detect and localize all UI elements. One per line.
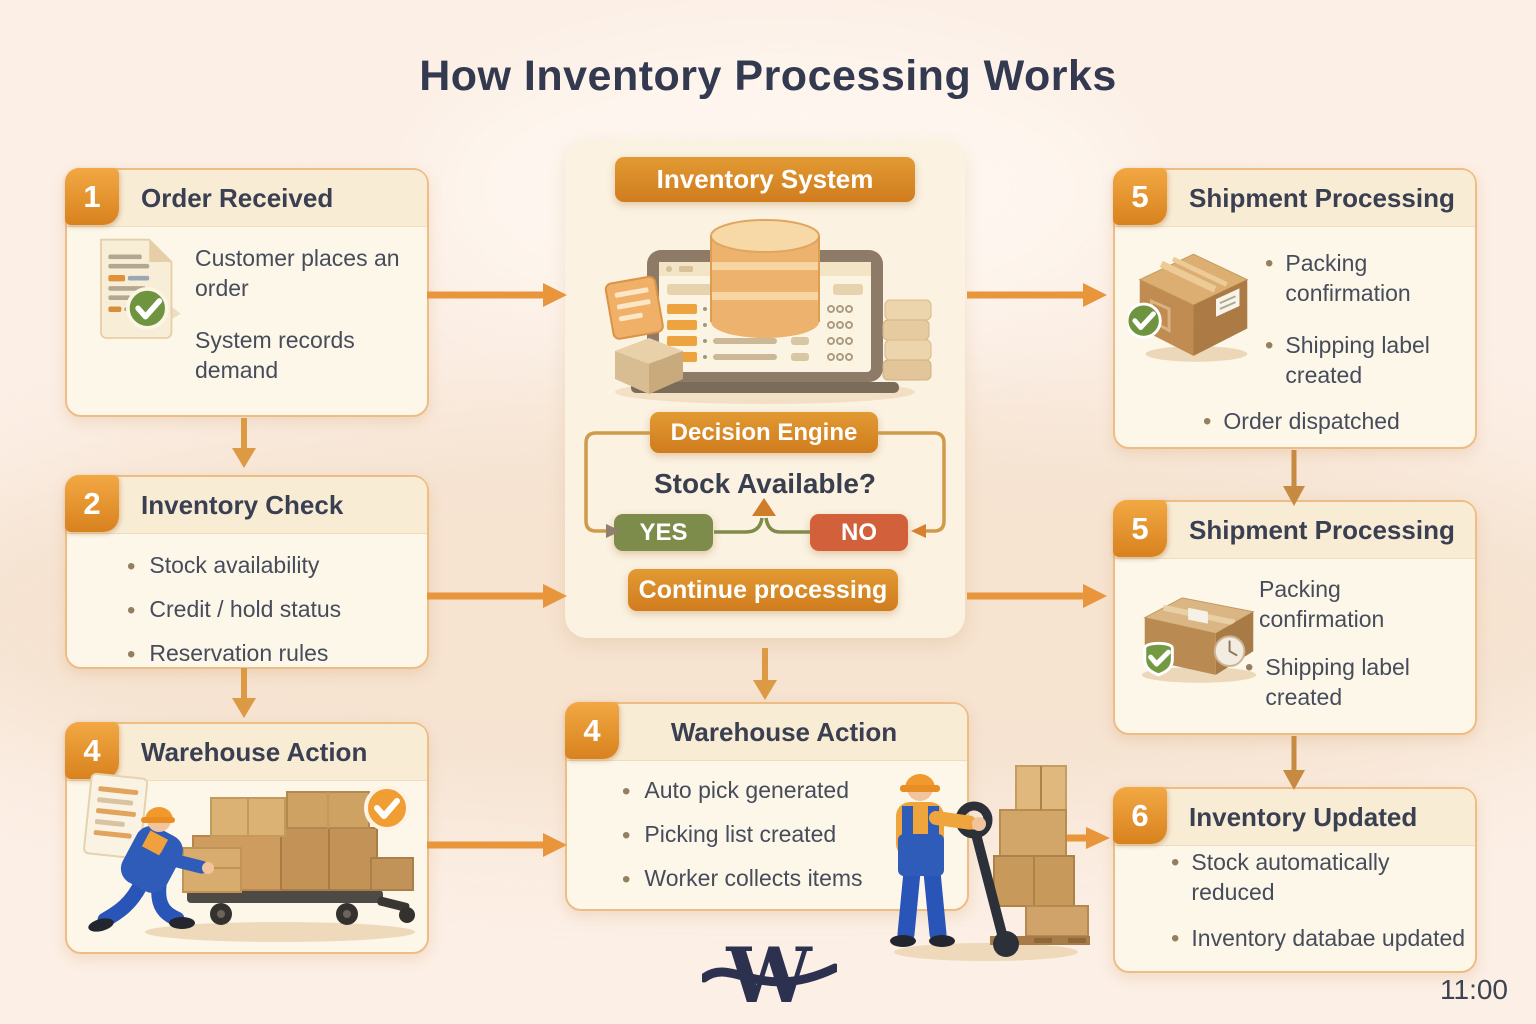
package-check-icon: [1141, 597, 1257, 683]
clock: 11:00: [1440, 974, 1508, 1005]
order-document-icon: [100, 238, 181, 339]
worker-cart-illustration: [83, 772, 415, 942]
list-item: Packing confirmation: [1259, 576, 1385, 633]
step-number-badge: 4: [65, 722, 119, 779]
inventory-system-label: Inventory System: [615, 157, 915, 202]
cube-icon: [615, 338, 683, 394]
card-shipment-top-header: 5 Shipment Processing: [1113, 168, 1475, 227]
card-title: Order Received: [141, 182, 334, 213]
card-title: Warehouse Action: [670, 716, 898, 747]
card-title: Inventory Check: [141, 489, 344, 520]
order-line-2: System records demand: [195, 327, 355, 383]
card-order-received-header: 1 Order Received: [65, 168, 427, 227]
list-item: Packing confirmation: [1265, 248, 1465, 309]
worker-figure: [88, 807, 214, 932]
card-inventory-check-header: 2 Inventory Check: [65, 475, 427, 534]
card-warehouse-center-header: 4 Warehouse Action: [565, 702, 967, 761]
step-number-badge: 5: [1113, 500, 1167, 557]
checkmark-icon: [126, 287, 169, 330]
worker-pallet-illustration: [890, 765, 1090, 961]
database-icon: [710, 219, 820, 338]
list-item: Picking list created: [622, 820, 863, 851]
card-title: Shipment Processing: [1189, 514, 1455, 545]
list-item: Credit / hold status: [127, 595, 341, 626]
logo-monogram: W: [702, 931, 837, 1020]
step-number-badge: 4: [565, 702, 619, 759]
list-item: Inventory databae updated: [1171, 923, 1476, 955]
package-icon: [1128, 253, 1249, 362]
card-inventory-updated: 6 Inventory Updated Stock automatically …: [1113, 787, 1477, 973]
no-branch-label: NO: [810, 514, 908, 551]
list-item: Order dispatched: [1203, 406, 1465, 438]
list-item: Reservation rules: [127, 639, 341, 670]
inventory-check-list: Stock availability Credit / hold status …: [127, 551, 341, 684]
decision-engine-label: Decision Engine: [650, 412, 878, 453]
card-inventory-updated-header: 6 Inventory Updated: [1113, 787, 1475, 846]
card-inventory-check: 2 Inventory Check Stock availability Cre…: [65, 475, 429, 669]
continue-processing-label: Continue processing: [628, 569, 898, 611]
note-card-icon: [604, 275, 664, 340]
list-item: Shipping label created: [1245, 652, 1470, 713]
yes-branch-label: YES: [614, 514, 713, 551]
step-number-badge: 6: [1113, 787, 1167, 844]
warehouse-center-list: Auto pick generated Picking list created…: [622, 776, 863, 909]
laptop-database-icon: [604, 219, 932, 404]
card-shipment-processing-mid: 5 Shipment Processing Packing confirmati…: [1113, 500, 1477, 735]
step-number-badge: 2: [65, 475, 119, 532]
step-number-badge: 5: [1113, 168, 1167, 225]
card-warehouse-left-header: 4 Warehouse Action: [65, 722, 427, 781]
pick-list-icon: [83, 772, 149, 860]
step-number-badge: 1: [65, 168, 119, 225]
list-item: Shipping label created: [1265, 330, 1480, 391]
order-line-1: Customer places an order: [195, 245, 400, 301]
card-title: Inventory Updated: [1189, 801, 1418, 832]
list-item: Auto pick generated: [622, 776, 863, 807]
list-item: Stock automatically reduced: [1171, 847, 1456, 908]
card-title: Warehouse Action: [141, 736, 368, 767]
worker-figure: [890, 774, 986, 947]
page-title: How Inventory Processing Works: [419, 52, 1117, 100]
list-item: Worker collects items: [622, 864, 862, 895]
card-shipment-mid-header: 5 Shipment Processing: [1113, 500, 1475, 559]
stack-icon: [882, 299, 932, 381]
stock-available-question: Stock Available?: [653, 468, 876, 499]
list-item: Stock availability: [127, 551, 341, 582]
card-title: Shipment Processing: [1189, 182, 1455, 213]
